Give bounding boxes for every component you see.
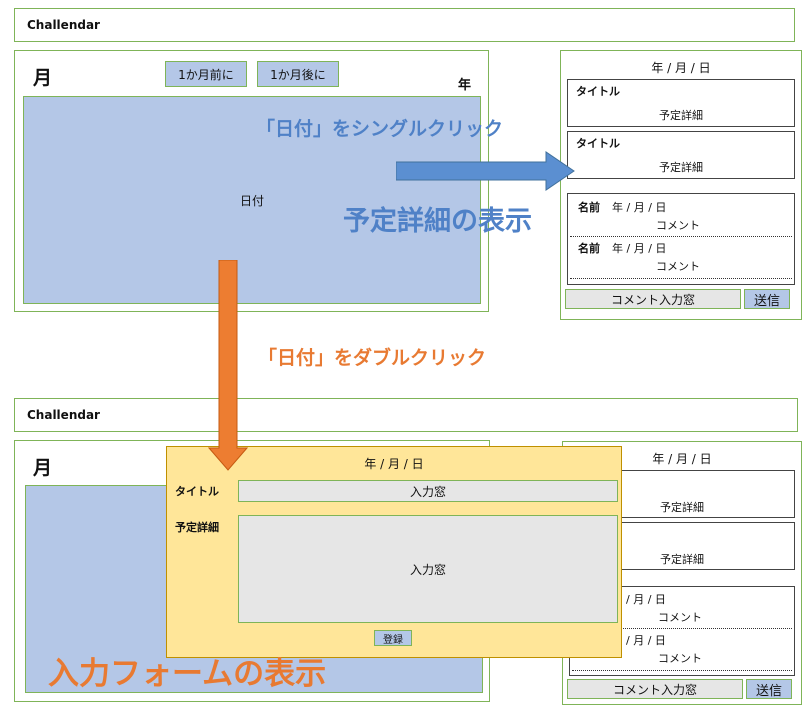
form-detail-label: 予定詳細 bbox=[175, 521, 219, 534]
comment-list: 名前 年 / 月 / 日 コメント 名前 年 / 月 / 日 コメント bbox=[567, 193, 795, 285]
schedule-card[interactable]: タイトル 予定詳細 bbox=[567, 131, 795, 179]
input-form-dialog: 年 / 月 / 日 タイトル 入力窓 予定詳細 入力窓 登録 bbox=[166, 446, 622, 658]
comment-date: / 月 / 日 bbox=[626, 634, 666, 647]
top-side-panel: 年 / 月 / 日 タイトル 予定詳細 タイトル 予定詳細 名前 年 / 月 /… bbox=[560, 50, 802, 320]
double-click-annotation: 「日付」をダブルクリック bbox=[258, 347, 487, 369]
comment-input[interactable]: コメント入力窓 bbox=[567, 679, 743, 699]
app-title: Challendar bbox=[27, 18, 100, 32]
comment-date: / 月 / 日 bbox=[626, 593, 666, 606]
form-date-header: 年 / 月 / 日 bbox=[364, 457, 424, 471]
comment-date: 年 / 月 / 日 bbox=[612, 201, 667, 214]
next-month-button[interactable]: 1か月後に bbox=[257, 61, 339, 87]
comment-input[interactable]: コメント入力窓 bbox=[565, 289, 741, 309]
comment-name: 名前 bbox=[578, 201, 600, 214]
show-form-annotation: 入力フォームの表示 bbox=[48, 656, 327, 692]
schedule-detail: 予定詳細 bbox=[659, 109, 703, 122]
form-title-label: タイトル bbox=[175, 485, 219, 498]
send-button[interactable]: 送信 bbox=[746, 679, 792, 699]
comment-divider bbox=[572, 628, 792, 629]
comment-divider bbox=[570, 236, 792, 237]
side-date-header: 年 / 月 / 日 bbox=[651, 61, 711, 75]
blue-arrow bbox=[396, 151, 575, 191]
schedule-detail: 予定詳細 bbox=[660, 501, 704, 514]
top-title-bar: Challendar bbox=[14, 8, 795, 42]
comment-text: コメント bbox=[656, 260, 700, 273]
comment-text: コメント bbox=[656, 219, 700, 232]
app-title: Challendar bbox=[27, 408, 100, 422]
single-click-annotation: 「日付」をシングルクリック bbox=[256, 118, 504, 140]
comment-name: 名前 bbox=[578, 242, 600, 255]
bottom-title-bar: Challendar bbox=[14, 398, 798, 432]
show-detail-annotation: 予定詳細の表示 bbox=[343, 206, 532, 237]
comment-divider bbox=[570, 278, 792, 279]
comment-date: 年 / 月 / 日 bbox=[612, 242, 667, 255]
schedule-title: タイトル bbox=[576, 85, 620, 98]
month-label: 月 bbox=[33, 67, 53, 89]
comment-text: コメント bbox=[658, 652, 702, 665]
schedule-detail: 予定詳細 bbox=[659, 161, 703, 174]
form-title-input[interactable]: 入力窓 bbox=[238, 480, 618, 502]
year-label: 年 bbox=[458, 78, 472, 93]
comment-divider bbox=[572, 670, 792, 671]
prev-month-button[interactable]: 1か月前に bbox=[165, 61, 247, 87]
send-button[interactable]: 送信 bbox=[744, 289, 790, 309]
schedule-detail: 予定詳細 bbox=[660, 553, 704, 566]
register-button[interactable]: 登録 bbox=[374, 630, 412, 646]
top-calendar-panel: 月 1か月前に 1か月後に 年 日付 bbox=[14, 50, 489, 312]
comment-text: コメント bbox=[658, 611, 702, 624]
date-label: 日付 bbox=[239, 193, 264, 208]
form-detail-input[interactable]: 入力窓 bbox=[238, 515, 618, 623]
calendar-date-area[interactable]: 日付 bbox=[23, 96, 481, 304]
schedule-title: タイトル bbox=[576, 137, 620, 150]
side-date-header: 年 / 月 / 日 bbox=[652, 452, 712, 466]
month-label: 月 bbox=[33, 457, 53, 479]
orange-arrow bbox=[208, 260, 248, 471]
schedule-card[interactable]: タイトル 予定詳細 bbox=[567, 79, 795, 127]
